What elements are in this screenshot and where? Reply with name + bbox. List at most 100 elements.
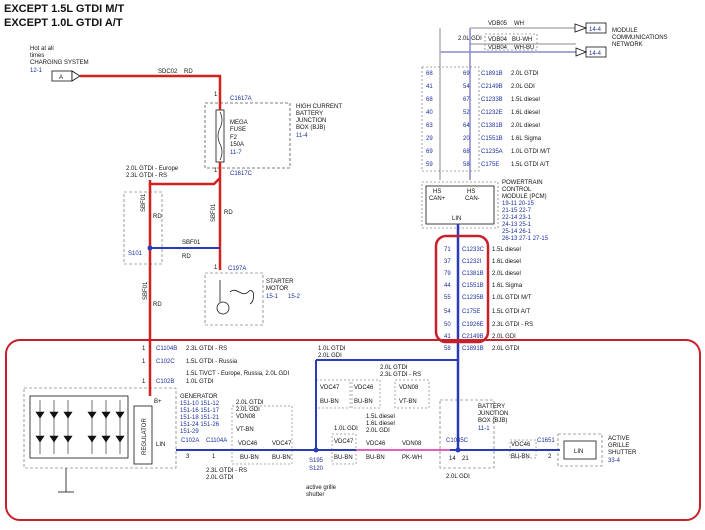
pcm-title-2: CONTROL: [502, 187, 532, 193]
w-vdc46-a: VDC46: [238, 441, 258, 447]
svg-text:2.3L GTDI - RS: 2.3L GTDI - RS: [492, 322, 533, 328]
gen-c102a[interactable]: C102A: [181, 438, 199, 444]
gen-ref-2[interactable]: 151-18 151-21: [180, 415, 220, 421]
lbl-gdi10: 1.0L GDI: [334, 426, 358, 432]
pcm-title-1: POWERTRAIN: [502, 180, 543, 186]
svg-text:C1235A: C1235A: [481, 149, 503, 155]
s101-label[interactable]: S101: [128, 251, 143, 257]
svg-text:C1926E: C1926E: [462, 322, 484, 328]
gen-ref-4[interactable]: 151-29: [180, 429, 199, 435]
svg-text:68: 68: [463, 149, 470, 155]
starter-label-2: MOTOR: [266, 286, 289, 292]
pcm-ref-0[interactable]: 19-11 20-15: [502, 201, 535, 207]
fuse-amps: 150A: [230, 142, 244, 148]
w-s120[interactable]: S120: [309, 466, 324, 472]
svg-text:C1104B: C1104B: [156, 346, 177, 352]
fuse-box-outline: [204, 102, 291, 169]
generator-bridge: [29, 395, 129, 459]
svg-text:2.0L diesel: 2.0L diesel: [492, 271, 521, 277]
bjb-conn[interactable]: C1035C: [446, 438, 469, 444]
pcm-ref-3[interactable]: 24-13 25-1: [502, 222, 532, 228]
ags-ref[interactable]: 33-4: [608, 458, 621, 464]
svg-text:2.0L GTDI: 2.0L GTDI: [492, 346, 520, 352]
svg-text:63: 63: [426, 123, 433, 129]
fuse-element-icon: [217, 111, 223, 161]
ags-wire-name: VDC46: [511, 442, 531, 448]
ags-wire-color: BU-BN: [511, 454, 530, 460]
starter-ref-1[interactable]: 15-1: [266, 294, 279, 300]
ags-lin: LIN: [574, 449, 583, 455]
mcn-ref-1[interactable]: 14-4: [589, 27, 602, 33]
svg-text:C1235B: C1235B: [462, 295, 484, 301]
svg-text:2.0L GDI: 2.0L GDI: [492, 334, 516, 340]
pcm-ref-4[interactable]: 25-14 26-1: [502, 229, 532, 235]
sdc02-rd-label: RD: [184, 69, 193, 75]
pcm-block: [425, 185, 495, 225]
pcm-ref-5[interactable]: 26-13 27-1 27-15: [502, 236, 549, 242]
ags-title-3: SHUTTER: [608, 450, 637, 456]
lbl-gdi20d: 2.0L GDI: [366, 428, 390, 434]
fuse-page[interactable]: 11-7: [230, 150, 242, 156]
sbf01-rd-b: RD: [224, 210, 233, 216]
mega-fuse-symbol: [215, 109, 225, 163]
w-bubn-f: BU-BN: [366, 455, 385, 461]
vdb04-a: VDB04: [488, 37, 508, 43]
svg-text:59: 59: [426, 162, 433, 168]
s101-splice: [147, 245, 153, 251]
pcm-lin: LIN: [452, 216, 461, 222]
gen-ref-3[interactable]: 151-24 151-26: [180, 422, 220, 428]
pcm-ref-1[interactable]: 21-15 22-7: [502, 208, 532, 214]
w-pkwh: PK-WH: [402, 455, 422, 461]
svg-text:1.0L GTDI: 1.0L GTDI: [186, 379, 214, 385]
lbl-gdi20c: 2.0L GDI: [236, 407, 260, 413]
pcm-ref-2[interactable]: 22-14 23-1: [502, 215, 532, 221]
lbl-gdi-a: 1.0L GTDI: [318, 346, 346, 352]
ags-conn[interactable]: C1651: [537, 438, 555, 444]
svg-text:C1551B: C1551B: [481, 136, 503, 142]
svg-text:1.0L GTDI M/T: 1.0L GTDI M/T: [511, 149, 551, 155]
w-vdn08-a: VDN08: [236, 414, 256, 420]
gen-ref-1[interactable]: 151-16 151-17: [180, 408, 220, 414]
mcn-ref-2[interactable]: 14-4: [589, 51, 602, 57]
fuse-conn-bot[interactable]: C1617C: [230, 171, 253, 177]
hot-note-ref[interactable]: 12-1: [30, 68, 43, 74]
svg-text:C1551B: C1551B: [462, 283, 484, 289]
svg-text:C175E: C175E: [462, 309, 480, 315]
s195-splice: [313, 447, 319, 453]
starter-outline: [204, 272, 264, 326]
gen-c1104a[interactable]: C1104A: [206, 438, 227, 444]
gen-ref-0[interactable]: 151-10 151-12: [180, 401, 220, 407]
fuse-conn-top[interactable]: C1617A: [230, 96, 252, 102]
bjb-ref[interactable]: 11-1: [478, 426, 490, 432]
starter-ref-2[interactable]: 15-2: [288, 294, 301, 300]
fuse-box-ref[interactable]: 11-4: [296, 133, 308, 139]
starter-conn[interactable]: C197A: [228, 266, 246, 272]
w-s195[interactable]: S195: [309, 458, 324, 464]
hot-note-2: times: [30, 53, 44, 59]
lbl-gtdi20a: 2.0L GTDI: [236, 400, 264, 406]
svg-text:C1232I: C1232I: [462, 259, 482, 265]
svg-text:1.6L Sigma: 1.6L Sigma: [492, 283, 523, 289]
ags-note-2: shutter: [306, 492, 324, 498]
ll-conn-2: 1.5L TiVCT - Europe, Russia, 2.0L GDI: [186, 371, 289, 377]
